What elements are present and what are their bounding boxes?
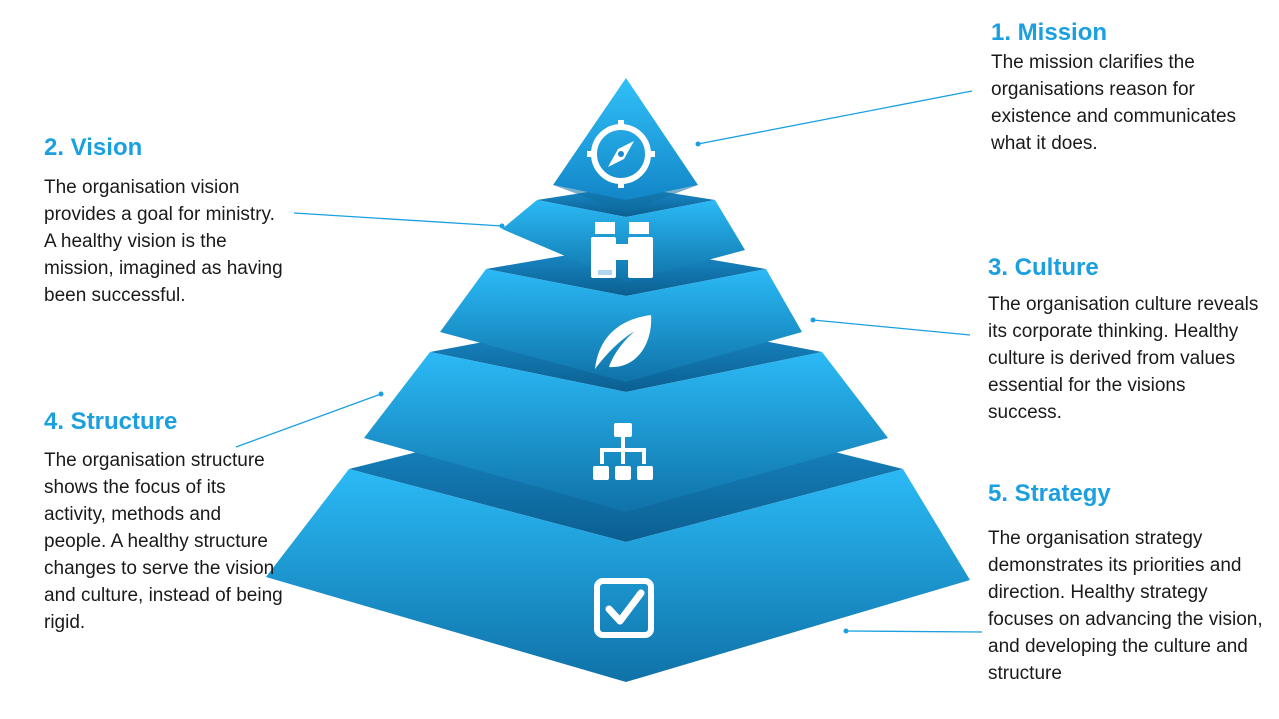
org-chart-icon bbox=[593, 423, 653, 480]
checkbox-icon bbox=[594, 578, 654, 638]
mission-heading: 1. Mission bbox=[991, 19, 1108, 46]
culture-description: The organisation culture reveals its cor… bbox=[988, 294, 1259, 423]
connector-structure bbox=[235, 391, 384, 448]
binoculars-icon bbox=[591, 222, 653, 278]
strategy-heading: 5. Strategy bbox=[988, 480, 1111, 507]
mission-description: The mission clarifies the organisations … bbox=[991, 52, 1237, 154]
connector-strategy bbox=[843, 628, 983, 634]
connector-culture bbox=[810, 317, 971, 336]
vision-heading: 2. Vision bbox=[44, 134, 143, 161]
connector-vision bbox=[293, 212, 505, 229]
pyramid-tier-mission bbox=[553, 78, 698, 212]
compass-icon bbox=[587, 120, 655, 188]
leaf-icon bbox=[595, 315, 652, 369]
vision-description: The organisation vision provides a goal … bbox=[44, 177, 283, 306]
culture-heading: 3. Culture bbox=[988, 254, 1099, 281]
structure-description: The organisation structure shows the foc… bbox=[44, 450, 283, 633]
structure-heading: 4. Structure bbox=[44, 408, 178, 435]
connector-mission bbox=[695, 90, 973, 147]
strategy-description: The organisation strategy demonstrates i… bbox=[988, 528, 1263, 684]
